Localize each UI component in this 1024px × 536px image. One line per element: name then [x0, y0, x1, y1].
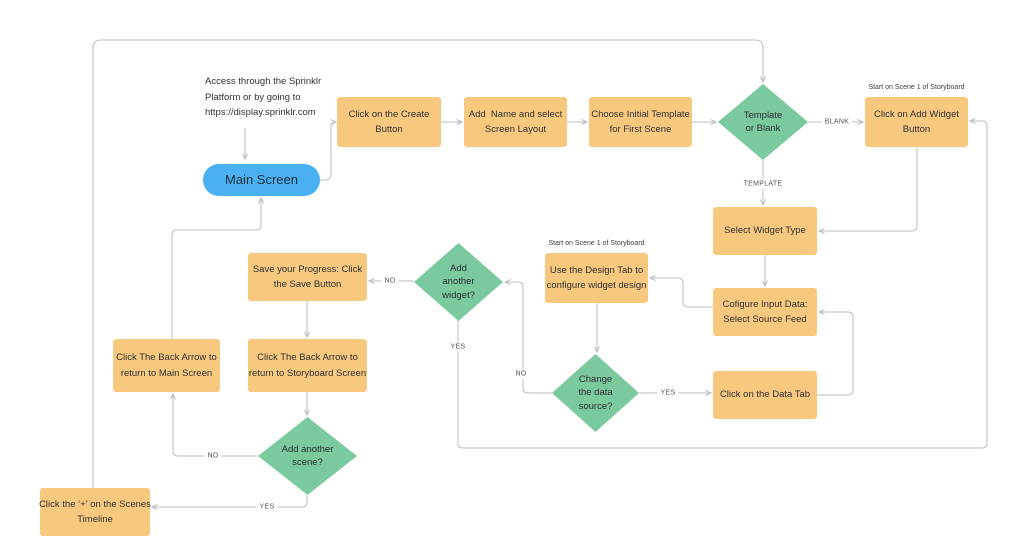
edge-configure-to-design-tab [648, 275, 713, 308]
node-add-name-layout: Add Name and select Screen Layout [464, 97, 567, 147]
edge-plus-timeline-to-decision [92, 39, 766, 488]
flowchart-canvas: Access through the Sprinklr Platform or … [39, 39, 988, 536]
node-back-to-storyboard: Click The Back Arrow to return to Storyb… [248, 339, 367, 392]
edge-label-source-yes: YES [657, 388, 679, 398]
node-choose-initial-template: Choose Initial Template for First Scene [589, 97, 692, 147]
edge-label-scene-yes: YES [256, 502, 278, 512]
access-note: Access through the Sprinklr Platform or … [205, 76, 322, 119]
edge-back-main-to-main-screen [171, 196, 264, 339]
edge-label-widget-yes: YES [447, 342, 469, 352]
note-start-scene1-design-tab: Start on Scene 1 of Storyboard [548, 240, 645, 247]
node-design-tab: Use the Design Tab to configure widget d… [545, 253, 648, 303]
note-start-scene1-add-widget: Start on Scene 1 of Storyboard [868, 84, 965, 91]
node-plus-scenes-timeline: Click the ‘+’ on the Scenes Timeline [39, 488, 151, 536]
node-back-to-main-screen: Click The Back Arrow to return to Main S… [113, 339, 220, 392]
flow-connectors [92, 39, 988, 510]
edge-label-scene-no: NO [204, 451, 222, 461]
node-click-create-button: Click on the Create Button [337, 97, 441, 147]
node-main-screen: Main Screen [203, 164, 320, 196]
edge-data-tab-to-configure [817, 309, 854, 396]
edge-label-source-no: NO [512, 369, 530, 379]
node-save-progress: Save your Progress: Click the Save Butto… [248, 253, 367, 301]
node-add-widget-button: Click on Add Widget Button [865, 97, 968, 147]
node-select-widget-type: Select Widget Type [713, 207, 817, 255]
edge-add-widget-q-yes-to-add-widget-button [457, 118, 988, 449]
edge-add-scene-q-yes-to-plus-timeline [150, 495, 308, 510]
edge-main-screen-to-create [320, 119, 338, 181]
edge-add-scene-q-no-to-back-main [170, 392, 258, 457]
edge-add-widget-to-select-widget [817, 147, 918, 234]
edge-label-widget-no: NO [381, 276, 399, 286]
edge-change-source-no-to-add-widget-q [503, 279, 552, 394]
node-data-tab: Click on the Data Tab [713, 371, 817, 419]
edge-label-blank: BLANK [821, 117, 853, 127]
edge-label-template: TEMPLATE [740, 179, 786, 189]
node-configure-input-data: Cofigure Input Data: Select Source Feed [713, 288, 817, 336]
